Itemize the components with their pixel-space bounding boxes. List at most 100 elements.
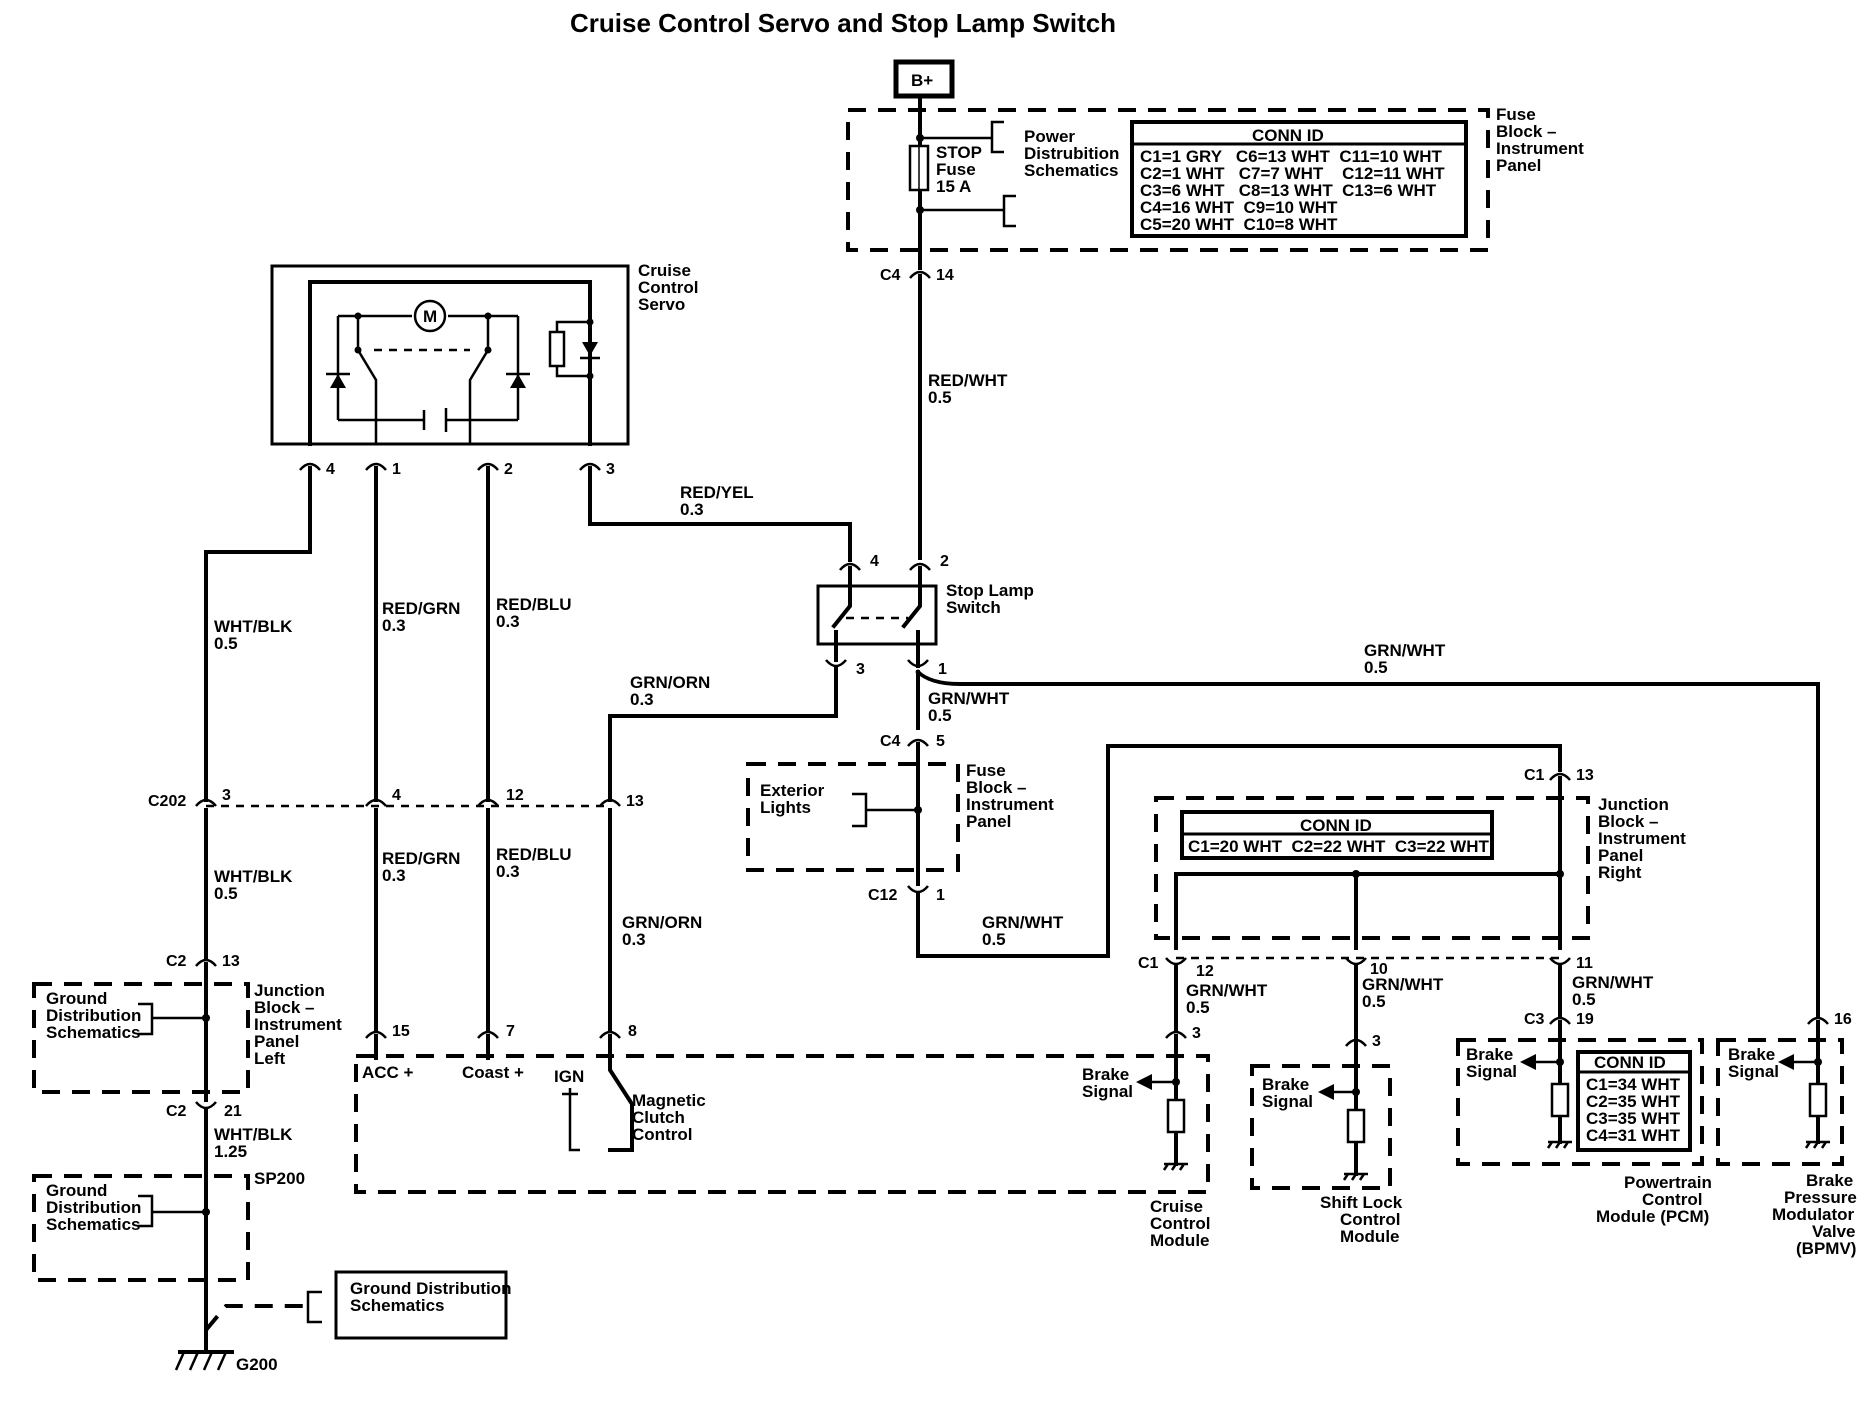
ccm-acc: ACC + [362,1063,414,1082]
svg-text:C4=31 WHT: C4=31 WHT [1586,1126,1681,1145]
ground-dist-label: Ground [46,989,107,1008]
jb-left-label-3: Instrument [254,1015,342,1034]
connector-c4-top: C4 [880,267,901,284]
ccm-pin-15: 15 [392,1023,410,1040]
ccm-brake-label: Brake [1082,1065,1129,1084]
c202-pin-3: 3 [222,787,231,804]
cruise-control-module-box [354,1054,1210,1194]
wire-red-wht: RED/WHT [928,371,1008,390]
bpmv-box [1716,1038,1844,1166]
fuse-label-2: Fuse [936,160,976,179]
c202-pin-4: 4 [392,787,401,804]
fuse-block-2-label-2: Block – [966,778,1026,797]
connector-c2-top: C2 [166,953,187,970]
ccm-coast: Coast + [462,1063,524,1082]
slcm-brake-label: Brake [1262,1075,1309,1094]
pcm-name-2: Control [1642,1190,1702,1209]
wire-grn-wht-pcm: GRN/WHT [1572,973,1654,992]
wire-grn-wht-slcm: GRN/WHT [1362,975,1444,994]
wire-red-yel: RED/YEL [680,483,754,502]
bpmv-brake-label: Brake [1728,1045,1775,1064]
svg-text:C4=16 WHT C9=10 WHT: C4=16 WHT C9=10 WHT [1140,198,1338,217]
jb-left-label-4: Panel [254,1032,299,1051]
wire-wht-blk-2: WHT/BLK [214,867,293,886]
jb-left-label-5: Left [254,1049,286,1068]
ccm-clutch-label-2: Clutch [632,1108,685,1127]
exterior-lights-label-2: Lights [760,798,811,817]
svg-text:C3=35 WHT: C3=35 WHT [1586,1109,1681,1128]
wire-gauge: 0.3 [382,616,406,635]
ccm-name-3: Module [1150,1231,1210,1250]
c2-pin-21: 21 [224,1103,242,1120]
sls-pin-3: 3 [856,661,865,678]
svg-text:B+: B+ [911,71,933,90]
ccm-name: Cruise [1150,1197,1203,1216]
c2-pin-13: 13 [222,953,240,970]
fuse-block-2-label: Fuse [966,761,1006,780]
pcm-conn-table: CONN ID C1=34 WHT C2=35 WHT C3=35 WHT C4… [1576,1050,1692,1152]
servo-label-3: Servo [638,295,685,314]
wire-gauge: 0.5 [928,388,952,407]
slcm-name-2: Control [1340,1210,1400,1229]
pcm-pin-19: 19 [1576,1011,1594,1028]
power-dist-label-3: Schematics [1024,161,1119,180]
connector-c1-top: C1 [1524,767,1545,784]
sls-pin-1: 1 [938,661,947,678]
wire-red-grn: RED/GRN [382,599,460,618]
svg-text:C1=34 WHT: C1=34 WHT [1586,1075,1681,1094]
connector-c1-bottom: C1 [1138,955,1159,972]
jb-right-label: Junction [1598,795,1669,814]
slcm-name-3: Module [1340,1227,1400,1246]
pin-14: 14 [936,267,954,284]
wire-grn-orn: GRN/ORN [630,673,710,692]
wire-gauge: 0.3 [382,866,406,885]
jb-left-label: Junction [254,981,325,1000]
jb-right-label-4: Panel [1598,846,1643,865]
slcm-pin-3: 3 [1372,1033,1381,1050]
fuse-rating: 15 A [936,177,971,196]
wire-wht-blk-3: WHT/BLK [214,1125,293,1144]
jb-left-label-2: Block – [254,998,314,1017]
wire-gauge: 0.5 [928,706,952,725]
motor-symbol: M [423,307,437,326]
svg-text:C3=6 WHT C8=13 WHT C13=6 WH: C3=6 WHT C8=13 WHT C13=6 WHT [1140,181,1437,200]
sls-label: Stop Lamp [946,581,1034,600]
wire-wht-blk: WHT/BLK [214,617,293,636]
svg-text:C5=20 WHT C10=8 WHT: C5=20 WHT C10=8 WHT [1140,215,1338,234]
pcm-brake-label: Brake [1466,1045,1513,1064]
wire-gauge: 0.5 [1362,992,1386,1011]
ground-dist-2-label-3: Schematics [46,1215,141,1234]
ground-dist-label-2: Distribution [46,1006,141,1025]
servo-pin-4: 4 [326,461,335,478]
wire-grn-orn-2: GRN/ORN [622,913,702,932]
jb-right-label-5: Right [1598,863,1642,882]
stop-lamp-switch [816,584,938,646]
ground-dist-box-label: Ground Distribution [350,1279,511,1298]
servo-label-2: Control [638,278,698,297]
ground-dist-box-2 [32,1174,250,1282]
pin-12: 12 [1196,963,1214,980]
wire-gauge: 0.5 [214,884,238,903]
fuse-block-conn-table: CONN ID C1=1 GRY C6=13 WHT C11=10 WHT C2… [1130,120,1468,238]
bpmv-name-3: Modulator [1772,1205,1855,1224]
fuse-label: STOP [936,143,982,162]
connector-c2-bottom: C2 [166,1103,187,1120]
c202-pin-12: 12 [506,787,524,804]
pin-1: 1 [936,887,945,904]
fuse-block-label: Fuse [1496,105,1536,124]
connector-c3: C3 [1524,1011,1545,1028]
servo-label: Cruise [638,261,691,280]
wire-red-grn-2: RED/GRN [382,849,460,868]
ccm-clutch-label: Magnetic [632,1091,706,1110]
fuse-block-ip-2-box [746,762,960,872]
servo-internal-circuit: M [308,280,600,446]
svg-text:C2=35 WHT: C2=35 WHT [1586,1092,1681,1111]
diagram-title: Cruise Control Servo and Stop Lamp Switc… [570,8,1116,38]
battery-positive: B+ [893,59,955,99]
cruise-control-servo [270,264,630,446]
junction-block-right-box [1154,796,1590,940]
svg-text:C1=1 GRY C6=13 WHT C11=10 W: C1=1 GRY C6=13 WHT C11=10 WHT [1140,147,1442,166]
ground-dist-2-label-2: Distribution [46,1198,141,1217]
sls-label-2: Switch [946,598,1001,617]
